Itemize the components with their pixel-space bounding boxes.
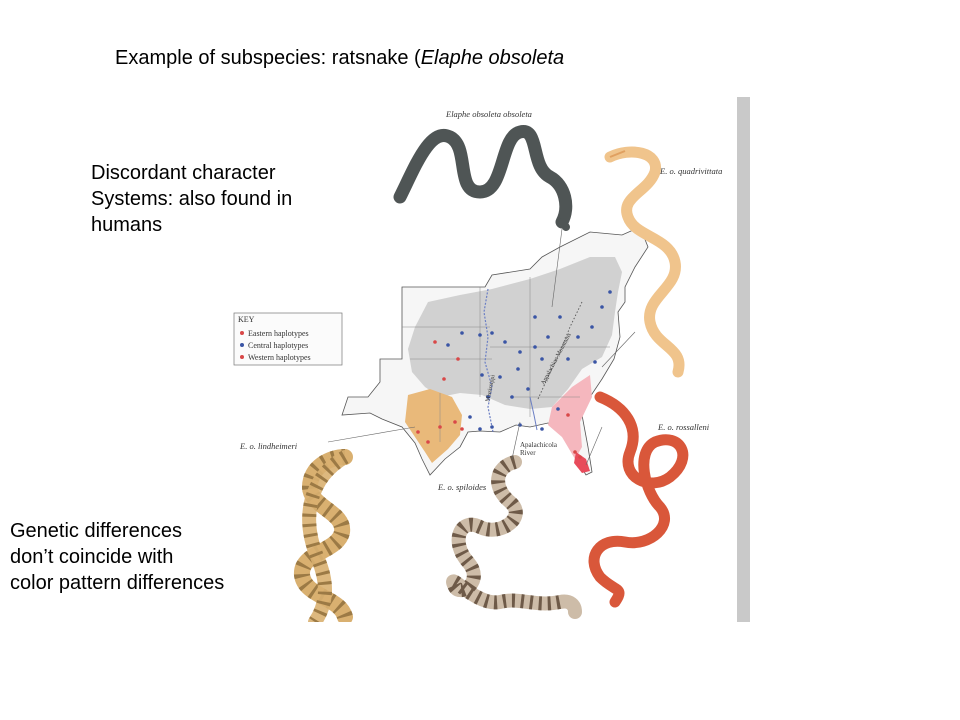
mississippi-river <box>483 288 494 433</box>
genetic-text: Genetic differences don’t coincide with … <box>10 518 224 596</box>
label-quadrivittata: E. o. quadrivittata <box>659 166 722 176</box>
key-central-label: Central haplotypes <box>248 341 308 350</box>
label-obsoleta: Elaphe obsoleta obsoleta <box>445 109 532 119</box>
snake-lindheimeri <box>294 449 353 622</box>
slide-title-species: Elaphe obsoleta <box>420 47 565 69</box>
pointer-lindheimeri <box>327 426 416 443</box>
pointer-spiloides <box>511 421 521 460</box>
range-pink <box>548 375 592 459</box>
key-title: KEY <box>238 315 255 324</box>
slide-title-prefix: Example of subspecies: ratsnake ( <box>115 47 421 69</box>
discordant-text: Discordant character Systems: also found… <box>91 160 292 238</box>
eastern-dots <box>416 340 582 459</box>
snake-obsoleta <box>393 125 573 229</box>
label-apalachicola-1: Apalachicola <box>520 441 558 449</box>
genetic-line-1: Genetic differences <box>10 520 182 542</box>
page-edge <box>737 97 750 622</box>
discordant-line-3: humans <box>91 214 163 236</box>
ratsnake-range-svg: KEY Eastern haplotypes Central haplotype… <box>233 97 750 622</box>
pointer-rossalleni <box>585 426 603 466</box>
snake-lindheimeri-blotches2 <box>302 450 349 622</box>
pointer-quadrivittata <box>601 331 636 368</box>
snake-quadrivittata-stripe <box>609 150 626 158</box>
key-central-swatch <box>240 343 244 347</box>
map-key: KEY Eastern haplotypes Central haplotype… <box>233 312 343 366</box>
range-grey <box>408 257 622 409</box>
range-orange <box>405 389 462 463</box>
label-rossalleni: E. o. rossalleni <box>657 422 710 432</box>
discordant-line-2: Systems: also found in <box>91 188 293 210</box>
genetic-line-3: color pattern differences <box>10 572 225 594</box>
key-eastern-swatch <box>240 331 244 335</box>
discordant-line-1: Discordant character <box>91 162 276 184</box>
label-mississippi: Mississippi <box>485 374 497 402</box>
snake-spiloides-blotches <box>446 455 562 611</box>
central-dots <box>446 290 612 431</box>
key-western-swatch <box>240 355 244 359</box>
snake-quadrivittata <box>604 146 685 378</box>
pointer-obsoleta <box>551 228 563 308</box>
label-lindheimeri: E. o. lindheimeri <box>239 441 298 451</box>
state-lines <box>402 277 610 442</box>
label-apalachicola-2: River <box>520 449 536 457</box>
label-spiloides: E. o. spiloides <box>437 482 487 492</box>
slide-title: Example of subspecies: ratsnake (Elaphe … <box>115 47 564 70</box>
apalachicola-river <box>529 396 538 431</box>
appalachian-ridge <box>537 301 583 400</box>
snake-obsoleta-head <box>558 218 570 231</box>
key-eastern-label: Eastern haplotypes <box>248 329 309 338</box>
key-western-label: Western haplotypes <box>248 353 311 362</box>
ratsnake-range-figure: KEY Eastern haplotypes Central haplotype… <box>230 97 750 622</box>
snake-rossalleni <box>588 391 689 608</box>
range-red <box>574 452 590 473</box>
genetic-line-2: don’t coincide with <box>10 546 174 568</box>
